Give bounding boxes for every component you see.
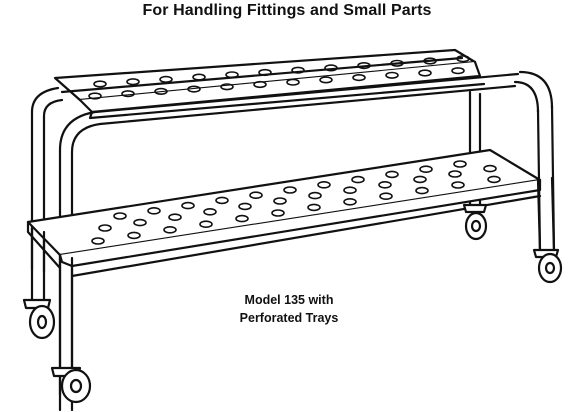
caster-back-left: [22, 298, 56, 340]
caption-line-1: Model 135 with: [244, 293, 334, 307]
front-frame-top: [30, 72, 520, 412]
bottom-tray: [26, 148, 542, 278]
perforation-hole: [154, 87, 168, 95]
perforation-hole: [98, 224, 112, 232]
page-title: For Handling Fittings and Small Parts: [142, 2, 432, 19]
perforation-hole: [351, 175, 365, 184]
perforation-hole: [352, 73, 366, 82]
perforation-hole: [324, 64, 338, 72]
perforation-hole: [317, 181, 331, 189]
caption-line-2: Perforated Trays: [239, 311, 339, 325]
model-caption: Model 135 with Perforated Trays: [214, 291, 364, 327]
perforation-hole: [418, 69, 432, 77]
perforation-hole: [307, 203, 321, 212]
perforation-hole: [249, 191, 263, 199]
perforation-hole: [159, 75, 173, 83]
perforation-hole: [126, 78, 140, 86]
perforation-hole: [163, 226, 177, 234]
perforation-hole: [121, 90, 135, 98]
perforation-hole: [192, 73, 206, 81]
perforation-hole: [419, 165, 433, 173]
perforation-hole: [88, 92, 102, 100]
perforation-hole: [291, 66, 305, 74]
perforation-hole: [283, 186, 297, 194]
perforation-hole: [357, 61, 371, 70]
perforation-hole: [483, 164, 497, 173]
perforation-hole: [235, 214, 249, 223]
perforation-hole: [343, 198, 357, 206]
perforation-hole: [273, 197, 287, 205]
perforation-hole: [451, 181, 465, 189]
perforation-hole: [390, 59, 404, 67]
perforation-hole: [199, 220, 213, 228]
perforation-hole: [448, 170, 462, 178]
perforation-hole: [203, 208, 217, 216]
bottom-tray-perforations: [91, 160, 501, 245]
perforation-hole: [91, 237, 105, 245]
perforation-hole: [487, 175, 501, 184]
perforation-hole: [271, 209, 285, 217]
perforation-hole: [286, 78, 300, 86]
perforation-hole: [127, 231, 141, 240]
caster-back-right: [462, 203, 488, 241]
perforation-hole: [215, 196, 229, 205]
perforation-hole: [423, 57, 437, 65]
perforation-hole: [385, 71, 399, 79]
perforation-hole: [225, 71, 239, 79]
perforation-hole: [378, 181, 392, 189]
perforation-hole: [220, 83, 234, 91]
perforation-hole: [147, 207, 161, 215]
perforation-hole: [415, 186, 429, 195]
perforation-hole: [168, 213, 182, 221]
perforation-hole: [133, 218, 147, 227]
perforation-hole: [453, 160, 467, 168]
perforation-hole: [319, 76, 333, 84]
perforation-hole: [451, 67, 465, 75]
perforation-hole: [413, 175, 427, 184]
perforation-hole: [93, 80, 107, 88]
perforation-hole: [187, 85, 201, 93]
perforation-hole: [253, 80, 267, 89]
perforation-hole: [181, 201, 195, 210]
perforation-hole: [379, 192, 393, 200]
perforation-hole: [113, 212, 127, 220]
caster-front-right: [532, 248, 563, 284]
perforation-hole: [258, 68, 272, 77]
perforation-hole: [238, 202, 252, 211]
perforation-hole: [385, 170, 399, 179]
perforation-hole: [308, 191, 322, 200]
perforation-hole: [456, 55, 470, 63]
top-tray-perforations: [88, 55, 470, 100]
caster-front-left: [50, 366, 92, 404]
perforation-hole: [343, 186, 357, 194]
